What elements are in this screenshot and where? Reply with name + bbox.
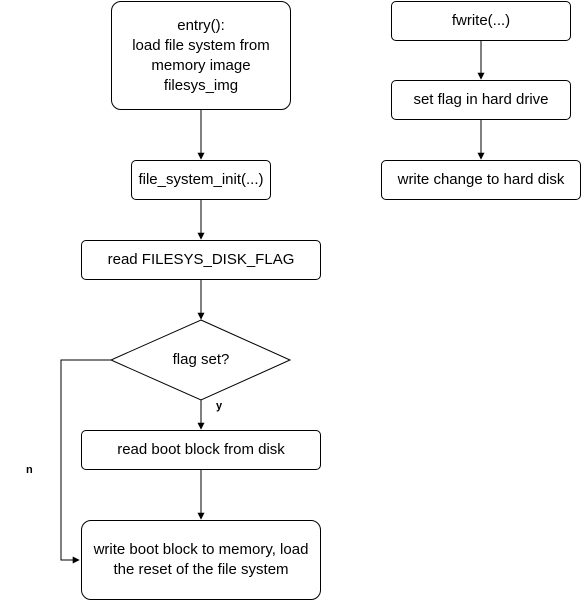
write-boot-block-line-1: write boot block to memory, load xyxy=(93,541,309,558)
entry-line-2: load file system from xyxy=(132,36,270,54)
set-flag-label: set flag in hard drive xyxy=(413,91,549,108)
yes-edge-label: y xyxy=(216,400,223,412)
fwrite-label: fwrite(...) xyxy=(451,12,511,29)
decision-label: flag set? xyxy=(172,351,230,368)
entry-line-3: memory image xyxy=(151,56,251,74)
entry-line-4: filesys_img xyxy=(163,76,239,94)
file-system-init-label: file_system_init(...) xyxy=(138,171,264,188)
entry-node: entry(): load file system from memory im… xyxy=(111,1,291,110)
entry-line-1: entry(): xyxy=(177,16,225,34)
set-flag-node: set flag in hard drive xyxy=(391,80,571,120)
no-edge-label: n xyxy=(26,464,33,476)
write-boot-block-node: write boot block to memory, load the res… xyxy=(81,520,321,600)
read-boot-block-node: read boot block from disk xyxy=(81,430,321,470)
write-boot-block-line-2: the reset of the file system xyxy=(113,561,289,578)
write-change-label: write change to hard disk xyxy=(397,171,565,188)
read-flag-label: read FILESYS_DISK_FLAG xyxy=(107,251,295,268)
arrow-decision-no xyxy=(60,359,111,564)
fwrite-node: fwrite(...) xyxy=(391,1,571,41)
read-flag-node: read FILESYS_DISK_FLAG xyxy=(81,240,321,280)
file-system-init-node: file_system_init(...) xyxy=(131,160,271,200)
read-boot-block-label: read boot block from disk xyxy=(117,441,285,458)
write-change-node: write change to hard disk xyxy=(381,160,581,200)
